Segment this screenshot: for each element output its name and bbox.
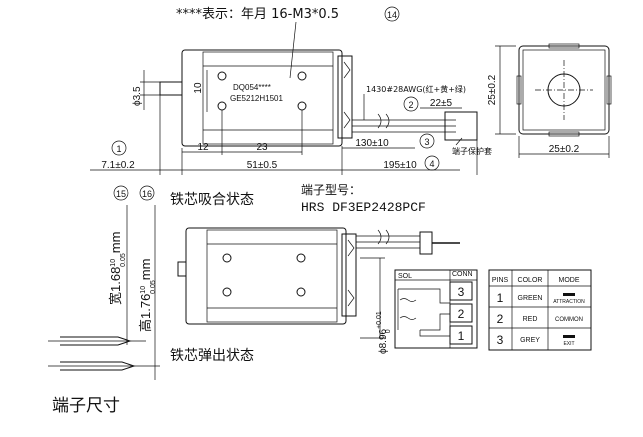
table-header-pins: PINS	[492, 277, 509, 284]
balloon-15: 15	[113, 185, 129, 201]
connector-body	[444, 111, 478, 141]
solenoid-side-view-release	[177, 227, 460, 325]
product-label-line2: GE5212H1501	[230, 94, 283, 103]
balloon-3: 3	[419, 133, 435, 149]
conn-pin-3: 3	[458, 285, 465, 299]
svg-text:2: 2	[408, 100, 413, 110]
state-release-label: 铁芯弹出状态	[170, 348, 254, 364]
svg-text:15: 15	[116, 189, 126, 199]
table-row-3-pin: 3	[497, 333, 504, 347]
table-row-2-mode: COMMON	[555, 317, 583, 323]
table-row-3-color: GREY	[520, 337, 540, 344]
balloon-4: 4	[424, 155, 440, 171]
plunger-rod	[159, 81, 183, 96]
terminal-model-title: 端子型号：	[301, 183, 361, 197]
balloon-2: 2	[403, 96, 419, 112]
frame-inner	[202, 51, 334, 145]
dim-height-10: 10	[193, 82, 204, 94]
terminal-pin-detail	[48, 336, 160, 371]
svg-text:14: 14	[387, 10, 397, 20]
solenoid-body	[181, 49, 343, 147]
dim-51: 51±0.5	[247, 160, 278, 171]
conn-label: CONN	[452, 271, 473, 278]
marking-note: ****表示：年月 16-M3*0.5	[176, 7, 339, 22]
svg-text:4: 4	[429, 159, 434, 169]
svg-text:16: 16	[142, 189, 152, 199]
dim-12: 12	[197, 142, 209, 153]
table-row-2-color: RED	[523, 316, 538, 323]
table-row-1-pin: 1	[497, 291, 504, 305]
solenoid-side-view-attract: 10 DQ054**** GE5212H1501	[159, 49, 478, 147]
sol-label: SOL	[398, 273, 412, 280]
mount-hole	[297, 101, 307, 111]
wire-spec: 1430#28AWG(红+黄+绿)	[366, 84, 466, 94]
mount-hole	[217, 71, 227, 81]
release-connector	[419, 231, 433, 255]
svg-text:1: 1	[116, 144, 121, 154]
product-label-line1: DQ054****	[233, 83, 271, 92]
state-attract-label: 铁芯吸合状态	[170, 192, 254, 208]
table-row-2-pin: 2	[497, 312, 504, 326]
coil-symbol-upper	[399, 298, 417, 302]
pin-table: PINS COLOR MODE 1 GREEN ATTRACTION 2 RED…	[488, 269, 592, 351]
mount-hole	[297, 71, 307, 81]
coil-symbol-lower	[399, 316, 417, 320]
coil-schematic: SOL CONN 3 2 1	[394, 269, 478, 349]
balloon-1: 1	[111, 140, 127, 156]
dim-22: 22±5	[430, 98, 453, 109]
table-row-1-color: GREEN	[518, 295, 543, 302]
dim-phi-8-96: ϕ8.96+0.010	[376, 311, 392, 354]
dim-end-25-h: 25±0.2	[487, 74, 498, 105]
dim-195: 195±10	[383, 160, 417, 171]
dim-7-1: 7.1±0.2	[101, 160, 135, 171]
dim-end-25-w: 25±0.2	[549, 144, 580, 155]
plunger-stub	[177, 261, 187, 277]
conn-pin-1: 1	[458, 329, 465, 343]
mount-hole	[217, 101, 227, 111]
table-header-mode: MODE	[559, 277, 580, 284]
table-header-color: COLOR	[518, 277, 543, 284]
dim-130: 130±10	[355, 138, 389, 149]
solenoid-end-view	[516, 43, 612, 137]
heat-shrink-note: 端子保护套	[452, 146, 492, 156]
conn-pin-2: 2	[458, 307, 465, 321]
mode-mark-exit	[563, 335, 575, 338]
table-row-1-mode: ATTRACTION	[553, 299, 585, 305]
dim-23: 23	[256, 142, 268, 153]
balloon-16: 16	[139, 185, 155, 201]
terminal-size-title: 端子尺寸	[52, 396, 120, 416]
dim-phi-3-5: ϕ3.5	[132, 86, 143, 106]
mode-mark-attraction	[563, 293, 575, 296]
terminal-model: HRS DF3EP2428PCF	[301, 200, 426, 215]
balloon-14: 14	[384, 6, 400, 22]
table-row-3-mode: EXIT	[563, 341, 574, 347]
svg-text:3: 3	[424, 137, 429, 147]
